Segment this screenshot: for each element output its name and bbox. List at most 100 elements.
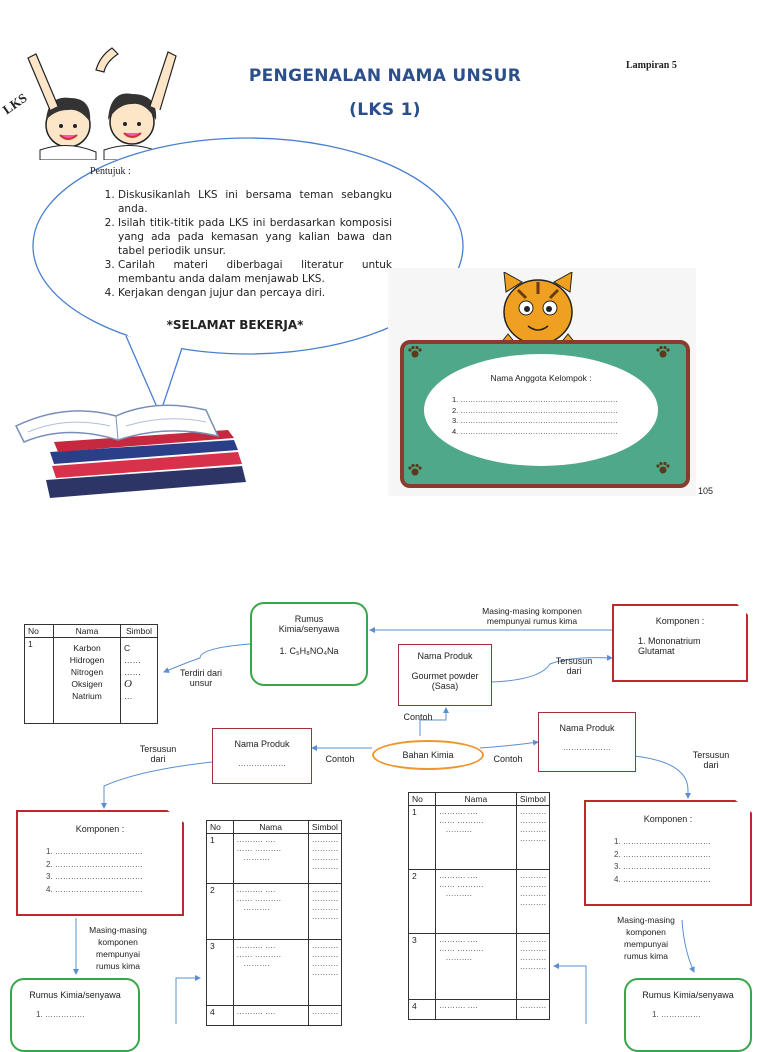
left-components-box: Komponen : 1. …………………………… 2. ……………………………… [16,810,184,916]
component-blank[interactable]: 1. …………………………… [614,837,711,846]
table-cell: 1 [206,833,234,884]
component-blank[interactable]: 4. …………………………… [46,884,143,894]
member-row[interactable]: 2. ……………………………………………………… [452,405,618,415]
page-subtitle: (LKS 1) [349,100,421,120]
product-blank[interactable]: ……………… [238,759,286,768]
bahan-kimia-node: Bahan Kimia [372,740,484,770]
table-header: No [206,820,234,834]
left-formula-box: Rumus Kimia/senyawa 1. …………… [10,978,140,1052]
paw-icon [656,346,670,358]
closing-text: *SELAMAT BEKERJA* [166,318,304,332]
table-blank-cell[interactable]: ………. ….…… ………. ………. [232,833,309,884]
table-cell: 3 [206,939,234,1006]
page-number: 105 [698,486,714,496]
example-elements-table: No Nama Simbol 1 Karbon Hidrogen Nitroge… [24,624,158,724]
table-header: No [408,792,436,806]
blank-elements-table: No Nama Simbol 1………. ….…… ………. ……….……….…… [408,792,551,1020]
instruction-item: Kerjakan dengan jujur dan percaya diri. [118,286,392,300]
formula-box-title: Rumus Kimia/senyawa [642,990,734,1000]
lampiran-label: Lampiran 5 [626,60,677,71]
component-item: 1. Mononatrium Glutamat [638,636,701,656]
component-blank[interactable]: 2. …………………………… [614,849,711,859]
formula-blank[interactable]: 1. …………… [36,1010,85,1019]
table-blank-cell[interactable]: ………. …. [232,1005,309,1026]
element-name: Natrium [72,691,102,701]
table-blank-cell[interactable]: ………. [307,1005,343,1026]
right-formula-box: Rumus Kimia/senyawa 1. …………… [624,978,752,1052]
right-product-box: Nama Produk ……………… [538,712,636,772]
table-blank-cell[interactable]: ……….……….……….………. [307,833,343,884]
table-header: Nama [53,624,121,638]
formula-note: Masing-masing komponen mempunyai rumus k… [482,606,582,626]
component-blank[interactable]: 1. …………………………… [46,847,143,856]
instruction-item: Diskusikanlah LKS ini bersama teman seba… [118,188,392,216]
components-box-title: Komponen : [655,616,705,626]
member-row[interactable]: 1. ……………………………………………………… [452,395,618,404]
element-symbol: O [124,678,132,690]
table-blank-cell[interactable]: ……….……….……….………. [515,869,551,934]
label-tersusun-dari: Tersusun dari [692,750,730,770]
formula-note: Masing-masing komponen mempunyai rumus k… [89,925,147,971]
element-symbol: C [124,643,131,653]
table-cell: Karbon Hidrogen Nitrogen Oksigen Natrium [53,637,121,724]
product-name: Gourmet powder (Sasa) [411,671,479,691]
element-name: Oksigen [71,679,103,689]
label-terdiri-dari-unsur: Terdiri dari unsur [179,668,222,688]
books-illustration [14,404,246,498]
formula-box-title: Rumus Kimia/senyawa [29,990,121,1000]
formula-note: Masing-masing komponen mempunyai rumus k… [617,915,675,961]
table-blank-cell[interactable]: ……….……….……….………. [307,939,343,1006]
table-blank-cell[interactable]: ……….……….……….………. [307,883,343,940]
table-cell: 4 [408,999,436,1020]
diagram-connectors [73,627,695,1024]
table-blank-cell[interactable]: ………. ….…… ………. ………. [232,939,309,1006]
table-blank-cell[interactable]: ………. …. [434,999,517,1020]
component-blank[interactable]: 2. …………………………… [46,859,143,869]
table-blank-cell[interactable]: ………. ….…… ………. ………. [434,869,517,934]
table-cell: 2 [206,883,234,940]
right-components-box: Komponen : 1. …………………………… 2. ……………………………… [584,800,752,906]
table-blank-cell[interactable]: ………. ….…… ………. ………. [434,805,517,870]
paw-icon [656,462,670,474]
label-tersusun-dari: Tersusun dari [139,744,177,764]
paw-icon [408,464,422,476]
table-blank-cell[interactable]: ………. [515,999,551,1020]
group-members-panel [424,354,658,466]
table-blank-cell[interactable]: ………. ….…… ………. ………. [434,933,517,1000]
group-members-list: 1. ……………………………………………………… 2. ………………………………… [452,395,618,437]
component-blank[interactable]: 3. …………………………… [614,862,711,871]
element-name: Nitrogen [70,667,104,677]
member-row[interactable]: 3. ……………………………………………………… [452,416,618,425]
group-board-title: Nama Anggota Kelompok : [490,373,592,383]
table-blank-cell[interactable]: ……….……….……….………. [515,805,551,870]
table-cell: 2 [408,869,436,934]
left-product-box: Nama Produk ……………… [212,728,312,784]
member-row[interactable]: 4. ……………………………………………………… [452,426,618,436]
instructions-heading: Pentujuk : [90,166,131,177]
table-header: No [24,624,54,638]
components-box-title: Komponen : [75,824,125,834]
instruction-item: Isilah titik-titik pada LKS ini berdasar… [118,216,392,258]
blank-elements-table: No Nama Simbol 1………. ….…… ………. ……….……….…… [206,820,343,1026]
table-cell: 4 [206,1005,234,1026]
label-contoh: Contoh [493,754,523,764]
formula-blank[interactable]: 1. …………… [652,1010,701,1019]
component-blank[interactable]: 4. …………………………… [614,874,711,884]
element-name: Karbon [73,643,101,653]
element-name: Hidrogen [69,655,105,665]
element-symbol: … [124,691,133,701]
table-cell: C …… …… O … [120,637,158,724]
table-header: Simbol [515,792,551,806]
table-header: Nama [232,820,309,834]
component-blank[interactable]: 3. …………………………… [46,872,143,881]
table-blank-cell[interactable]: ……….……….……….………. [515,933,551,1000]
product-box-title: Nama Produk [559,723,615,733]
components-list: 1. …………………………… 2. …………………………… 3. …………………… [614,836,750,886]
product-blank[interactable]: ……………… [563,743,611,752]
table-blank-cell[interactable]: ………. ….…… ………. ………. [232,883,309,940]
example-formula-box: Rumus Kimia/senyawa 1. C₅H₈NO₄Na [250,602,368,686]
table-cell: 1 [408,805,436,870]
table-cell: 1 [24,637,54,724]
instructions-list: Diskusikanlah LKS ini bersama teman seba… [96,188,392,300]
element-symbol: …… [124,667,141,677]
